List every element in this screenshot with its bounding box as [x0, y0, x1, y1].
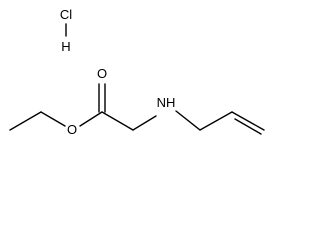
nitrogen-allyl-ch2-bond	[175, 110, 201, 131]
allyl-ch2-ch-bond	[199, 111, 233, 131]
chemical-structure: Cl H O O NH	[9, 7, 265, 136]
hydrogen-label: H	[61, 39, 70, 54]
oxygen-carbonyl-carbon-bond	[79, 111, 103, 127]
chlorine-label: Cl	[60, 7, 72, 22]
amine-nitrogen-label: NH	[157, 95, 176, 110]
ethyl-ch2-oxygen-bond	[40, 111, 66, 127]
carbonyl-alpha-carbon-bond	[101, 111, 134, 131]
alpha-carbon-nitrogen-bond	[132, 115, 157, 131]
carbonyl-oxygen-label: O	[97, 66, 107, 81]
allyl-double-bond-a	[231, 111, 265, 131]
allyl-double-bond-b	[234, 118, 262, 135]
ester-oxygen-label: O	[67, 122, 77, 136]
ethyl-ch3-ch2-bond	[9, 111, 42, 131]
